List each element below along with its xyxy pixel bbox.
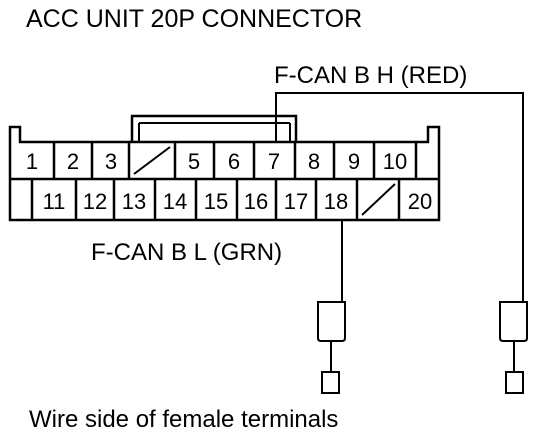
row1-pins: 1 2 3 5 6 7 8 9 10 [26,149,407,174]
pin-18-label: 18 [324,189,348,214]
pin-5-label: 5 [188,149,200,174]
pin-15-label: 15 [204,189,228,214]
empty-pin-4-slash [133,146,171,175]
pin-8-label: 8 [308,149,320,174]
wire-low-label: F-CAN B L (GRN) [91,239,282,266]
wire-high-label: F-CAN B H (RED) [274,62,467,89]
diagram-title: ACC UNIT 20P CONNECTOR [26,5,362,33]
pin-6-label: 6 [228,149,240,174]
wire-high [275,92,524,302]
pin-1-label: 1 [26,149,38,174]
row1-dividers [52,142,418,179]
pin-20-label: 20 [408,189,432,214]
pin-10-label: 10 [383,149,407,174]
empty-pin-19-slash [361,183,396,216]
footer-caption: Wire side of female terminals [29,406,338,433]
pin-13-label: 13 [122,189,146,214]
locking-tab [130,114,298,142]
pin-14-label: 14 [163,189,187,214]
pin-2-label: 2 [67,149,79,174]
pin-11-label: 11 [43,189,66,214]
pin-3-label: 3 [105,149,117,174]
pin-9-label: 9 [348,149,360,174]
pin-16-label: 16 [244,189,268,214]
probe-high [499,301,528,394]
pin-17-label: 17 [284,189,308,214]
row2-dividers [30,179,401,220]
probe-low [317,301,346,394]
connector-housing [8,125,441,222]
pin-7-label: 7 [268,149,280,174]
pin-12-label: 12 [83,189,107,214]
row2-pins: 11 12 13 14 15 16 17 18 20 [43,189,433,214]
